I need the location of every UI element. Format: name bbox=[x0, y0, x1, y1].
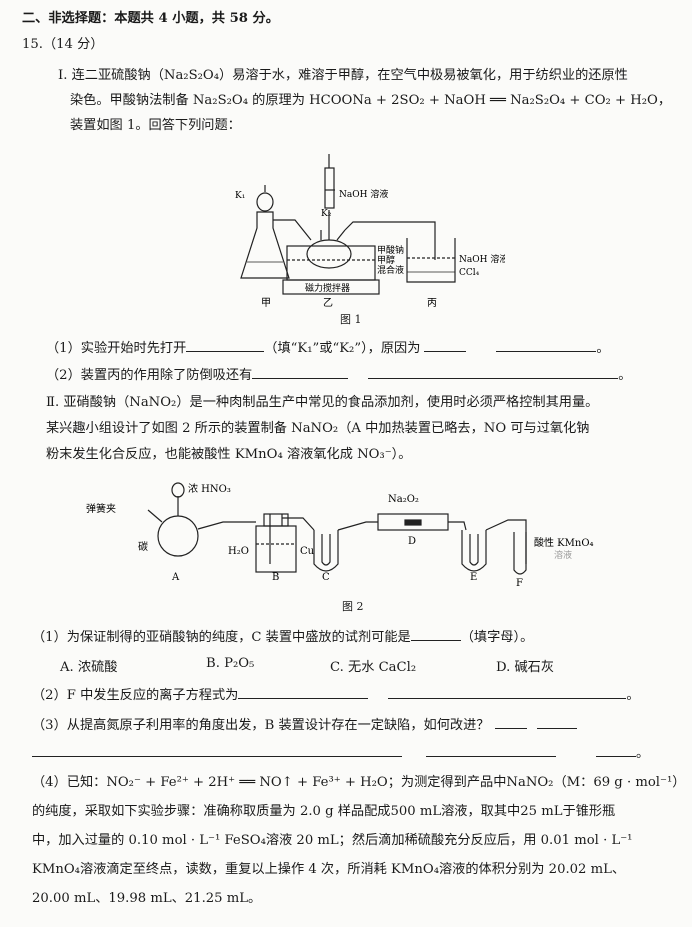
answer-blank[interactable] bbox=[596, 744, 636, 757]
part2-intro: 粉末发生化合反应，也能被酸性 KMnO₄ 溶液氧化成 NO₃⁻）。 bbox=[46, 447, 412, 462]
figure-2-caption: 图 2 bbox=[342, 600, 364, 613]
figure-1-apparatus: K₁ K₂ NaOH 溶液 甲酸钠 甲醇 混合液 磁力搅拌器 NaOH 溶液 C… bbox=[235, 154, 505, 309]
question-number: 15.（14 分） bbox=[22, 37, 104, 52]
label-F: F bbox=[516, 578, 523, 589]
answer-blank[interactable] bbox=[186, 339, 265, 352]
part2-q3: （3）从提高氮原子利用率的角度出发，B 装置设计存在一定缺陷，如何改进？ bbox=[32, 716, 578, 735]
q1-text-a: （1）实验开始时先打开 bbox=[46, 341, 187, 356]
label-naoh-top: NaOH 溶液 bbox=[339, 188, 388, 200]
part2-q4: KMnO₄溶液滴定至终点，读数，重复以上操作 4 次，所消耗 KMnO₄溶液的体… bbox=[32, 862, 626, 877]
part2-q1: （1）为保证制得的亚硝酸钠的纯度，C 装置中盛放的试剂可能是 （填字母）。 bbox=[32, 628, 533, 647]
answer-blank[interactable] bbox=[424, 339, 467, 352]
label-cu: Cu bbox=[300, 546, 315, 557]
label-kmno4-solution: 溶液 bbox=[554, 549, 572, 561]
answer-blank[interactable] bbox=[496, 339, 597, 352]
label-B: B bbox=[272, 572, 279, 583]
label-jia: 甲 bbox=[261, 298, 271, 309]
q1-tail: （填字母）。 bbox=[460, 630, 534, 645]
answer-blank[interactable] bbox=[537, 716, 578, 729]
option-b[interactable]: B. P₂O₅ bbox=[206, 656, 255, 671]
answer-blank[interactable] bbox=[32, 744, 402, 757]
period: 。 bbox=[596, 341, 610, 356]
q3-text: （3）从提高氮原子利用率的角度出发，B 装置设计存在一定缺陷，如何改进？ bbox=[32, 718, 490, 733]
answer-blank[interactable] bbox=[426, 744, 556, 757]
label-mix-1: 甲酸钠 bbox=[377, 244, 404, 256]
period: 。 bbox=[636, 746, 650, 761]
label-na2o2: Na₂O₂ bbox=[388, 494, 419, 505]
label-mix-2: 甲醇 bbox=[377, 254, 395, 266]
label-mix-3: 混合液 bbox=[377, 264, 404, 276]
part2-q2: （2）F 中发生反应的离子方程式为 。 bbox=[32, 686, 640, 705]
figure-2-apparatus: 浓 HNO₃ 弹簧夹 碳 H₂O Cu Na₂O₂ 酸性 KMnO₄ 溶液 A … bbox=[86, 482, 594, 589]
part2-intro: Ⅱ. 亚硝酸钠（NaNO₂）是一种肉制品生产中常见的食品添加剂，使用时必须严格控… bbox=[46, 395, 599, 410]
label-k1: K₁ bbox=[235, 191, 245, 201]
part2-q4: 的纯度，采取如下实验步骤：准确称取质量为 2.0 g 样品配成500 mL溶液，… bbox=[32, 804, 616, 819]
part2-intro: 某兴趣小组设计了如图 2 所示的装置制备 NaNO₂（A 中加热装置已略去，NO… bbox=[46, 421, 590, 436]
label-naoh-right: NaOH 溶液 bbox=[459, 253, 505, 265]
option-c[interactable]: C. 无水 CaCl₂ bbox=[330, 660, 417, 675]
answer-blank[interactable] bbox=[238, 686, 369, 699]
label-bing: 丙 bbox=[427, 298, 437, 309]
q1-text-b: （填“K₁”或“K₂”），原因为 bbox=[264, 341, 421, 356]
part2-q4: 中，加入过量的 0.10 mol · L⁻¹ FeSO₄溶液 20 mL；然后滴… bbox=[32, 833, 633, 848]
label-h2o: H₂O bbox=[228, 546, 249, 557]
section-header: 二、非选择题：本题共 4 小题，共 58 分。 bbox=[22, 11, 279, 26]
label-yi: 乙 bbox=[323, 297, 333, 309]
figure-1-caption: 图 1 bbox=[340, 313, 362, 326]
period: 。 bbox=[626, 688, 640, 703]
option-d[interactable]: D. 碱石灰 bbox=[496, 660, 555, 675]
label-E: E bbox=[470, 572, 477, 583]
q1-text: （1）为保证制得的亚硝酸钠的纯度，C 装置中盛放的试剂可能是 bbox=[32, 630, 411, 645]
answer-blank[interactable] bbox=[252, 366, 349, 379]
part1-intro: Ⅰ. 连二亚硫酸钠（Na₂S₂O₄）易溶于水，难溶于甲醇，在空气中极易被氧化，用… bbox=[58, 68, 628, 83]
label-kmno4: 酸性 KMnO₄ bbox=[534, 536, 594, 549]
part2-q4: 20.00 mL、19.98 mL、21.25 mL。 bbox=[32, 891, 262, 906]
q2-text: （2）装置丙的作用除了防倒吸还有 bbox=[46, 368, 253, 383]
answer-blank[interactable] bbox=[388, 686, 627, 699]
answer-blank[interactable] bbox=[368, 366, 619, 379]
part1-intro: 装置如图 1。回答下列问题： bbox=[70, 118, 241, 133]
part1-q1: （1）实验开始时先打开 （填“K₁”或“K₂”），原因为 。 bbox=[46, 339, 610, 358]
label-ccl4: CCl₄ bbox=[459, 268, 480, 278]
answer-blank[interactable] bbox=[495, 716, 528, 729]
label-C: C bbox=[322, 572, 330, 583]
label-A: A bbox=[171, 572, 180, 583]
option-a[interactable]: A. 浓硫酸 bbox=[60, 660, 118, 675]
label-D: D bbox=[408, 536, 416, 547]
part2-q4: （4）已知：NO₂⁻ + Fe²⁺ + 2H⁺ ══ NO↑ + Fe³⁺ + … bbox=[32, 775, 686, 790]
label-stirrer: 磁力搅拌器 bbox=[305, 282, 350, 294]
part2-q3-answer: 。 bbox=[32, 744, 649, 763]
label-carbon: 碳 bbox=[138, 540, 148, 553]
part1-q2: （2）装置丙的作用除了防倒吸还有 。 bbox=[46, 366, 631, 385]
part1-intro: 染色。甲酸钠法制备 Na₂S₂O₄ 的原理为 HCOONa + 2SO₂ + N… bbox=[70, 93, 672, 108]
q2-text: （2）F 中发生反应的离子方程式为 bbox=[32, 688, 239, 703]
label-hno3: 浓 HNO₃ bbox=[188, 483, 231, 495]
label-k2: K₂ bbox=[321, 209, 332, 219]
label-clamp: 弹簧夹 bbox=[86, 502, 116, 515]
period: 。 bbox=[618, 368, 632, 383]
answer-blank[interactable] bbox=[410, 628, 461, 641]
